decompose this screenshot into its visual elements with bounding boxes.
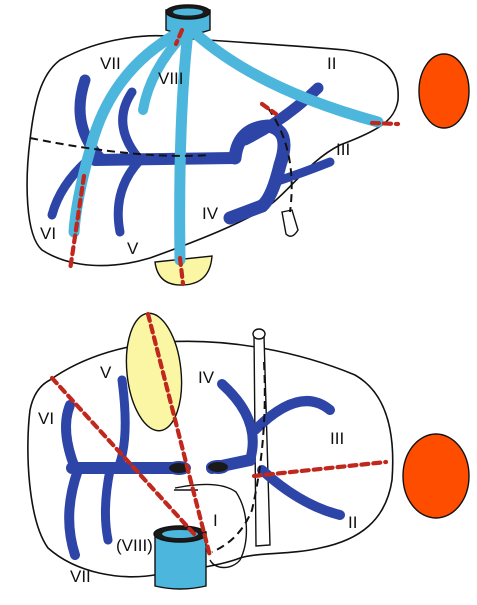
top-liver-view: VII VIII II III IV VI V (27, 5, 469, 285)
bottom-label-ii: II (348, 513, 357, 532)
bottom-vena-cava (154, 526, 206, 589)
top-label-viii: VIII (158, 69, 184, 88)
top-label-v: V (127, 239, 139, 258)
top-label-iii: III (336, 140, 350, 159)
bottom-label-viii: (VIII) (116, 536, 153, 555)
bottom-label-iii: III (330, 429, 344, 448)
bottom-label-i: I (213, 511, 218, 530)
bottom-stomach (403, 434, 469, 518)
bottom-liver-view: V IV VI III I II (VIII) VII (28, 311, 469, 589)
bottom-label-v: V (100, 363, 112, 382)
bottom-ligament-tip (253, 329, 265, 339)
bottom-label-vii: VII (70, 567, 91, 586)
top-label-vi: VI (40, 224, 56, 243)
bottom-label-vi: VI (38, 409, 54, 428)
top-label-iv: IV (202, 204, 219, 223)
top-stomach (419, 54, 469, 128)
bottom-label-iv: IV (198, 368, 215, 387)
top-label-ii: II (327, 54, 336, 73)
top-ligament (282, 210, 298, 236)
top-label-vii: VII (100, 54, 121, 73)
bottom-portal-lumen-right (207, 461, 229, 473)
